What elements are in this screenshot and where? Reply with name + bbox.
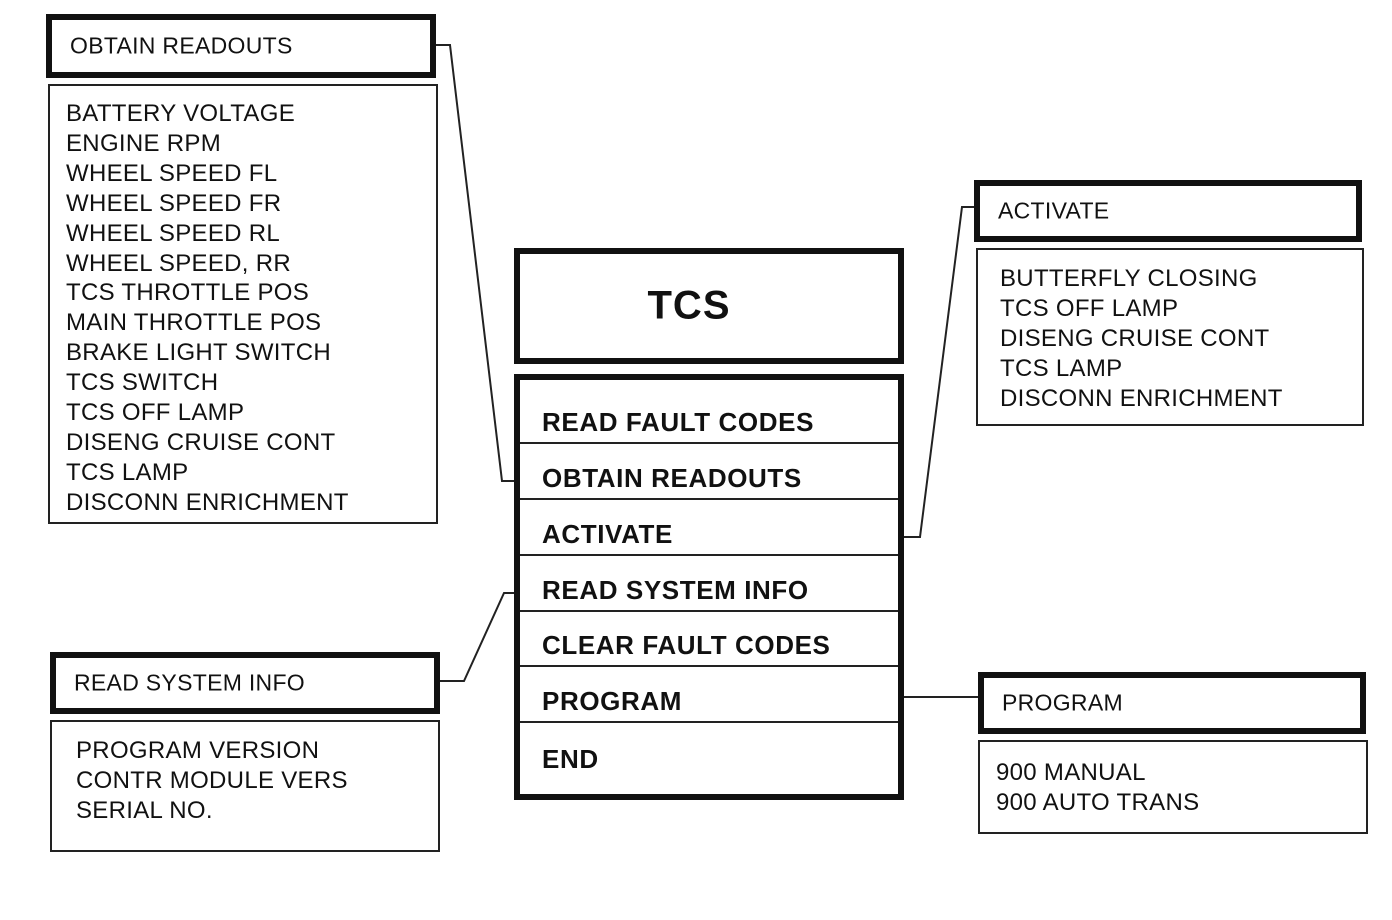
list-item: DISENG CRUISE CONT: [66, 428, 336, 456]
list-item: SERIAL NO.: [76, 796, 213, 824]
menu-item-label: CLEAR FAULT CODES: [542, 630, 831, 660]
read-system-info-list: PROGRAM VERSION CONTR MODULE VERS SERIAL…: [50, 720, 440, 852]
activate-header: ACTIVATE: [998, 197, 1110, 224]
menu-item-label: OBTAIN READOUTS: [542, 463, 802, 493]
list-item: WHEEL SPEED RL: [66, 219, 281, 247]
list-item: WHEEL SPEED FL: [66, 159, 278, 187]
list-item: TCS OFF LAMP: [66, 399, 245, 427]
menu-item-label: READ SYSTEM INFO: [542, 575, 809, 605]
list-item: BUTTERFLY CLOSING: [1000, 265, 1258, 292]
menu-item-label: READ FAULT CODES: [542, 407, 815, 437]
read-system-info-header: READ SYSTEM INFO: [74, 669, 305, 696]
menu-item-activate[interactable]: ACTIVATE: [520, 500, 898, 556]
list-item: TCS THROTTLE POS: [66, 279, 310, 307]
list-item: CONTR MODULE VERS: [76, 766, 348, 794]
activate-list: BUTTERFLY CLOSING TCS OFF LAMP DISENG CR…: [976, 248, 1364, 426]
menu-item-end[interactable]: END: [520, 723, 898, 779]
tcs-menu: READ FAULT CODES OBTAIN READOUTS ACTIVAT…: [514, 374, 904, 800]
connector-obtain-readouts: [436, 44, 514, 482]
list-item: DISCONN ENRICHMENT: [1000, 384, 1283, 412]
activate-header-box: ACTIVATE: [974, 180, 1362, 242]
list-item: 900 MANUAL: [996, 759, 1146, 786]
menu-item-read-fault-codes[interactable]: READ FAULT CODES: [520, 388, 898, 444]
program-list: 900 MANUAL 900 AUTO TRANS: [978, 740, 1368, 834]
list-item: BRAKE LIGHT SWITCH: [66, 339, 331, 367]
menu-item-clear-fault-codes[interactable]: CLEAR FAULT CODES: [520, 611, 898, 667]
tcs-title: TCS: [647, 283, 731, 328]
list-item: TCS LAMP: [66, 458, 189, 486]
list-item: TCS OFF LAMP: [1000, 294, 1179, 322]
list-item: 900 AUTO TRANS: [996, 788, 1200, 816]
menu-item-label: PROGRAM: [542, 686, 682, 716]
list-item: PROGRAM VERSION: [76, 737, 320, 764]
read-system-info-header-box: READ SYSTEM INFO: [50, 652, 440, 714]
list-item: WHEEL SPEED FR: [66, 189, 282, 217]
obtain-readouts-header-box: OBTAIN READOUTS: [46, 14, 436, 78]
list-item: MAIN THROTTLE POS: [66, 309, 322, 337]
menu-item-read-system-info[interactable]: READ SYSTEM INFO: [520, 556, 898, 612]
list-item: TCS SWITCH: [66, 369, 219, 397]
obtain-readouts-header: OBTAIN READOUTS: [70, 32, 293, 59]
program-header-box: PROGRAM: [978, 672, 1366, 734]
program-header: PROGRAM: [1002, 689, 1123, 716]
connector-read-system-info: [440, 592, 514, 682]
menu-item-label: ACTIVATE: [542, 519, 673, 549]
list-item: DISCONN ENRICHMENT: [66, 488, 349, 516]
obtain-readouts-list: BATTERY VOLTAGE ENGINE RPM WHEEL SPEED F…: [48, 84, 438, 524]
list-item: ENGINE RPM: [66, 129, 222, 157]
menu-item-label: END: [542, 744, 599, 774]
list-item: TCS LAMP: [1000, 354, 1123, 382]
connector-activate: [904, 206, 974, 538]
tcs-title-box: TCS: [514, 248, 904, 364]
menu-item-program[interactable]: PROGRAM: [520, 667, 898, 723]
list-item: DISENG CRUISE CONT: [1000, 324, 1270, 352]
menu-item-obtain-readouts[interactable]: OBTAIN READOUTS: [520, 444, 898, 500]
list-item: BATTERY VOLTAGE: [66, 100, 296, 127]
list-item: WHEEL SPEED, RR: [66, 249, 291, 277]
